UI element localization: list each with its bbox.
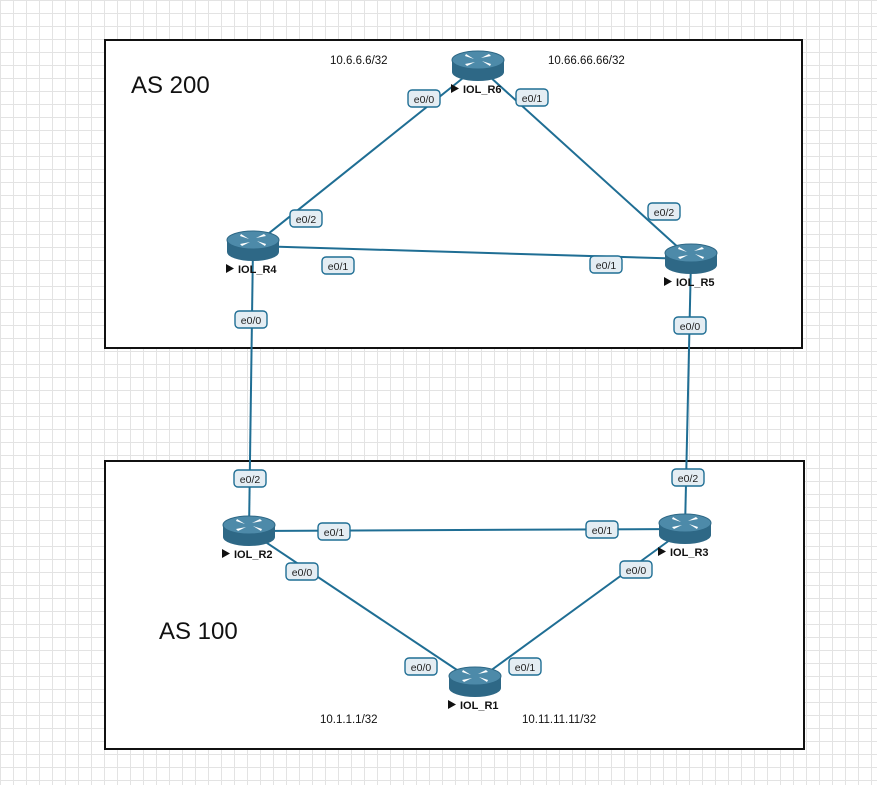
router-icon <box>448 666 502 697</box>
link-r2-r1[interactable] <box>248 530 476 683</box>
port-label-box <box>321 256 355 275</box>
port-label-box <box>585 520 619 539</box>
router-r2[interactable]: IOL_R2 <box>222 515 276 561</box>
port-label[interactable]: e0/1 <box>321 256 355 275</box>
port-label-text: e0/2 <box>678 473 699 485</box>
play-icon <box>658 547 666 556</box>
port-label-box <box>404 657 438 676</box>
router-name-r2: IOL_R2 <box>234 549 273 561</box>
port-label-text: e0/0 <box>411 662 432 674</box>
port-label-box <box>589 255 623 274</box>
port-label-text: e0/0 <box>292 567 313 579</box>
network-label-r1-loop-b: 10.11.11.11/32 <box>522 714 596 726</box>
play-icon <box>222 549 230 558</box>
port-label-box <box>317 522 351 541</box>
port-label-text: e0/1 <box>328 261 349 273</box>
play-icon <box>226 264 234 273</box>
port-label-text: e0/1 <box>324 527 345 539</box>
port-label[interactable]: e0/2 <box>233 469 267 488</box>
port-label-text: e0/1 <box>522 93 543 105</box>
network-label-r1-loop-a: 10.1.1.1/32 <box>320 714 378 726</box>
router-r5[interactable]: IOL_R5 <box>664 243 718 289</box>
port-label[interactable]: e0/1 <box>589 255 623 274</box>
router-name-r5: IOL_R5 <box>676 277 715 289</box>
port-label[interactable]: e0/2 <box>647 202 681 221</box>
router-r3[interactable]: IOL_R3 <box>658 513 712 559</box>
port-label-box <box>285 562 319 581</box>
play-icon <box>448 700 456 709</box>
port-label[interactable]: e0/0 <box>673 316 707 335</box>
router-r6[interactable]: IOL_R6 <box>451 50 505 96</box>
port-label-text: e0/1 <box>515 662 536 674</box>
as-100-box <box>104 460 805 750</box>
port-label-box <box>671 468 705 487</box>
router-name-r4: IOL_R4 <box>238 264 277 276</box>
router-icon <box>222 515 276 546</box>
as-200-label: AS 200 <box>131 72 210 99</box>
port-label-text: e0/0 <box>241 315 262 327</box>
router-name-r3: IOL_R3 <box>670 547 709 559</box>
link-r6-r5[interactable] <box>477 65 692 260</box>
port-label[interactable]: e0/0 <box>285 562 319 581</box>
port-label-text: e0/0 <box>414 94 435 106</box>
router-icon <box>658 513 712 544</box>
router-r4[interactable]: IOL_R4 <box>226 230 280 276</box>
router-icon <box>226 230 280 261</box>
play-icon <box>451 84 459 93</box>
as-100-label: AS 100 <box>159 618 238 645</box>
port-label-box <box>407 89 441 108</box>
port-label-text: e0/0 <box>680 321 701 333</box>
port-label-text: e0/2 <box>654 207 675 219</box>
router-icon <box>664 243 718 274</box>
port-label-text: e0/2 <box>296 214 317 226</box>
router-name-r1: IOL_R1 <box>460 700 499 712</box>
port-label-box <box>233 469 267 488</box>
network-label-r6-loop-a: 10.6.6.6/32 <box>330 55 388 67</box>
router-r1[interactable]: IOL_R1 <box>448 666 502 712</box>
port-label[interactable]: e0/2 <box>671 468 705 487</box>
network-label-r6-loop-b: 10.66.66.66/32 <box>548 55 625 67</box>
port-label-box <box>619 560 653 579</box>
port-label[interactable]: e0/0 <box>619 560 653 579</box>
port-label-text: e0/1 <box>596 260 617 272</box>
port-label-box <box>673 316 707 335</box>
port-label-box <box>515 88 549 107</box>
port-label-box <box>647 202 681 221</box>
router-icon <box>451 50 505 81</box>
port-label-box <box>508 657 542 676</box>
port-label[interactable]: e0/1 <box>508 657 542 676</box>
port-label[interactable]: e0/0 <box>234 310 268 329</box>
port-label-text: e0/1 <box>592 525 613 537</box>
port-label-text: e0/0 <box>626 565 647 577</box>
port-label[interactable]: e0/1 <box>317 522 351 541</box>
port-label[interactable]: e0/0 <box>407 89 441 108</box>
link-r3-r1[interactable] <box>474 528 686 683</box>
port-label-text: e0/2 <box>240 474 261 486</box>
router-name-r6: IOL_R6 <box>463 84 502 96</box>
port-label-box <box>289 209 323 228</box>
port-label-box <box>234 310 268 329</box>
port-label[interactable]: e0/0 <box>404 657 438 676</box>
play-icon <box>664 277 672 286</box>
ports-layer: e0/2 e0/0 e0/1 e0/2 e0/1 e0/1 e0/0 e0/2 e0/0 e0/2… <box>233 88 707 676</box>
port-label[interactable]: e0/1 <box>515 88 549 107</box>
port-label[interactable]: e0/2 <box>289 209 323 228</box>
port-label[interactable]: e0/1 <box>585 520 619 539</box>
